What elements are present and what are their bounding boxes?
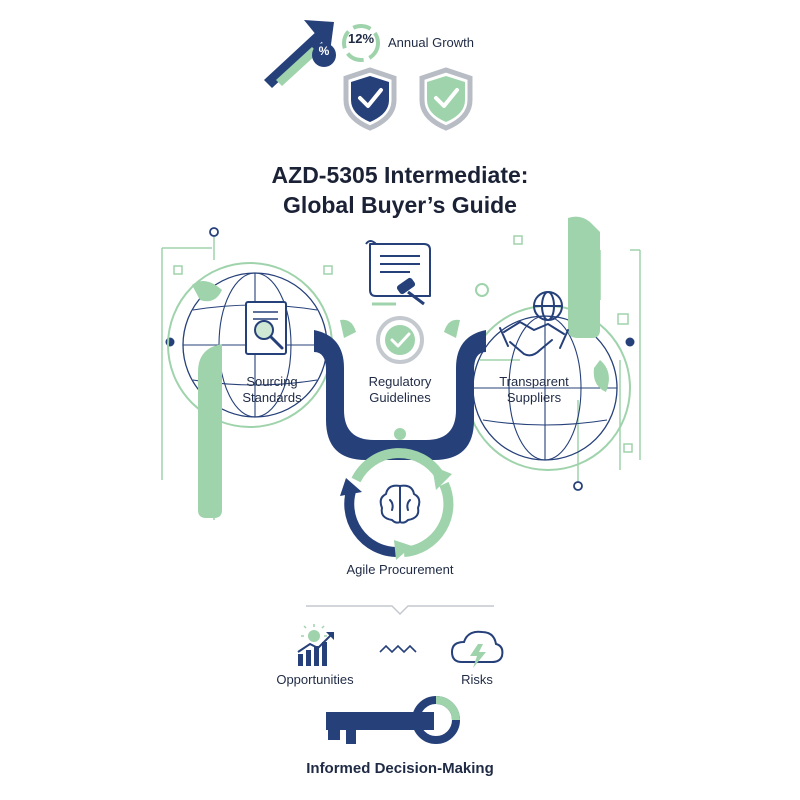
footer-label: Informed Decision-Making [306,760,494,777]
pillar-sourcing-line-2: Standards [242,390,302,406]
u-connector [314,330,486,460]
growth-value: 12% [347,31,375,46]
wave-icon [379,644,417,654]
title-line-1: AZD-5305 Intermediate: [271,162,529,188]
u-connector-node [394,428,406,440]
opportunities-label: Opportunities [276,672,354,687]
pillar-suppliers-line-2: Suppliers [506,390,562,406]
brain-icon [379,484,421,524]
kpi-ring-icon [342,24,380,62]
pillar-regulatory-line-1: Regulatory [368,374,432,389]
pillar-suppliers-label: Transparent Suppliers [482,374,586,407]
storm-cloud-icon [450,630,504,668]
green-cap-right [444,319,460,338]
pillar-regulatory-line-2: Guidelines [369,390,431,406]
growth-label: Annual Growth [388,35,474,50]
opportunities-chart-icon [297,624,334,666]
green-cap-left [340,319,356,338]
key-icon [326,696,460,744]
green-bar-left [198,344,222,518]
cycle-arrows-icon [340,448,454,560]
pillar-regulatory-label: Regulatory Guidelines [348,374,452,407]
check-circle-icon [376,316,424,364]
scroll-gavel-icon [365,240,431,306]
pillar-sourcing-line-1: Sourcing [246,374,298,389]
percent-badge: % [318,44,330,58]
title-line-2: Global Buyer’s Guide [283,192,517,218]
pillar-sourcing-label: Sourcing Standards [220,374,324,407]
shield-check-green-icon [419,67,473,131]
pillar-suppliers-line-1: Transparent [499,374,569,389]
handshake-globe-icon [499,291,569,357]
growth-arrow-icon [264,20,336,88]
shield-check-navy-icon [343,67,397,131]
divider-line [306,605,494,616]
green-bar-right [568,216,600,338]
document-search-icon [245,301,287,355]
risks-label: Risks [461,672,493,687]
cycle-label: Agile Procurement [346,562,454,577]
